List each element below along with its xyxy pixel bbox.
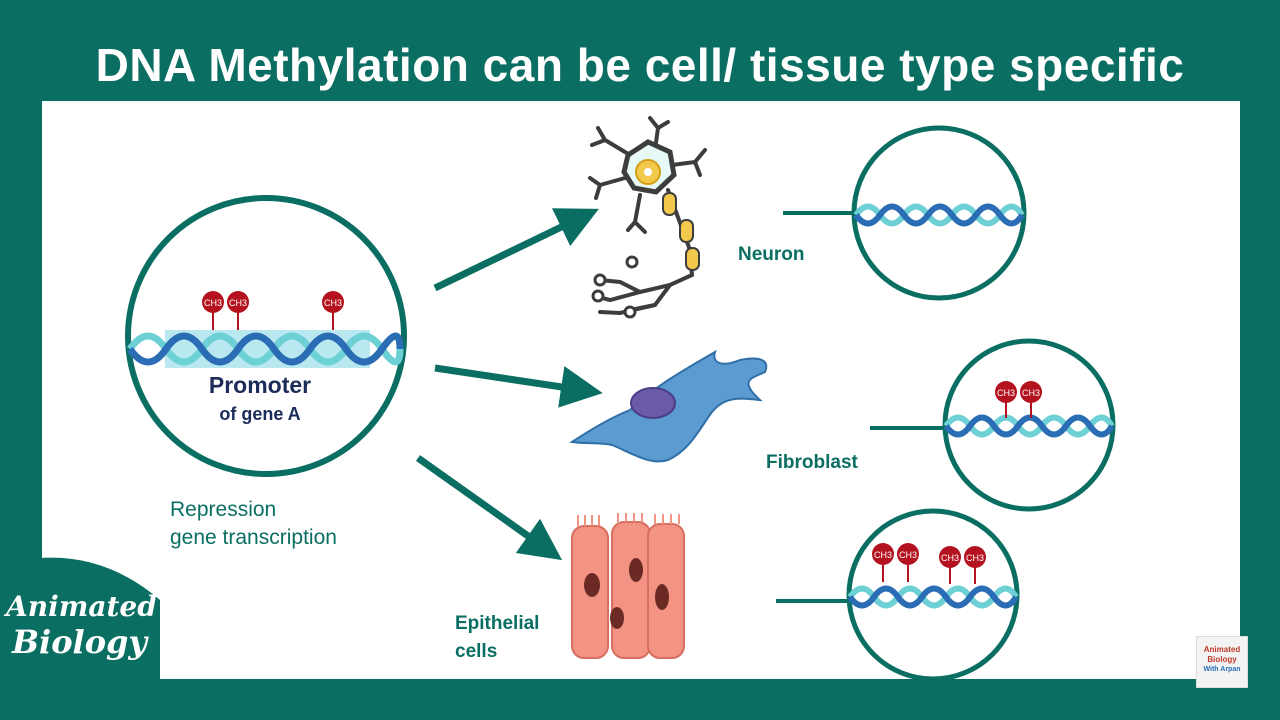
- arrow-to-epithelial: [415, 455, 563, 561]
- methyl-label: CH3: [874, 550, 892, 560]
- promoter-label: Promoter: [208, 372, 312, 398]
- methyl-label: CH3: [324, 298, 342, 308]
- epithelial-cells-icon: [571, 513, 685, 659]
- methyl-label: CH3: [966, 553, 984, 563]
- promoter-sublabel: of gene A: [219, 404, 301, 424]
- methyl-group: CH3: [995, 381, 1017, 418]
- mini-logo: Animated Biology With Arpan: [1196, 636, 1248, 688]
- arrow-to-fibroblast: [434, 364, 603, 408]
- fibroblast-icon: [569, 349, 768, 463]
- methyl-group: CH3: [872, 543, 894, 582]
- methyl-group: CH3: [897, 543, 919, 582]
- mini-logo-line1: Animated: [1203, 645, 1241, 654]
- fibroblast-dna-circle: CH3 CH3: [942, 338, 1116, 512]
- logo-badge: [0, 557, 160, 720]
- methyl-group: CH3: [964, 546, 986, 584]
- neuron-label: Neuron: [738, 244, 805, 265]
- epithelial-label-line2: cells: [455, 641, 498, 662]
- methyl-group: CH3: [202, 291, 224, 330]
- epithelial-dna-circle: CH3 CH3 CH3 CH3: [846, 508, 1020, 682]
- repression-line1: Repression: [170, 498, 277, 521]
- methyl-label: CH3: [229, 298, 247, 308]
- methyl-group: CH3: [1020, 381, 1042, 418]
- promoter-dna-helix: [127, 332, 404, 366]
- logo-line2: Biology: [12, 623, 148, 661]
- repression-line2: gene transcription: [170, 526, 337, 549]
- methyl-group: CH3: [227, 291, 249, 330]
- promoter-highlight: [165, 330, 370, 368]
- methyl-label: CH3: [997, 388, 1015, 398]
- epithelial-label-line1: Epithelial: [455, 613, 540, 634]
- fibroblast-label: Fibroblast: [766, 452, 858, 473]
- methyl-group: CH3: [322, 291, 344, 330]
- methyl-label: CH3: [899, 550, 917, 560]
- arrow-to-neuron: [433, 208, 599, 292]
- neuron-dna-circle: [851, 125, 1027, 301]
- slide-title: DNA Methylation can be cell/ tissue type…: [95, 39, 1185, 91]
- mini-logo-line2: Biology: [1207, 655, 1237, 664]
- methyl-group: CH3: [939, 546, 961, 584]
- neuron-icon: [588, 116, 707, 319]
- mini-logo-line3: With Arpan: [1203, 666, 1241, 673]
- methyl-label: CH3: [204, 298, 222, 308]
- animated-biology-logo: Animated Biology: [6, 590, 157, 661]
- logo-line1: Animated: [6, 590, 157, 623]
- repression-label: Repression gene transcription: [170, 496, 337, 552]
- methyl-label: CH3: [1022, 388, 1040, 398]
- methyl-label: CH3: [941, 553, 959, 563]
- promoter-circle: CH3 CH3 CH3: [125, 195, 407, 477]
